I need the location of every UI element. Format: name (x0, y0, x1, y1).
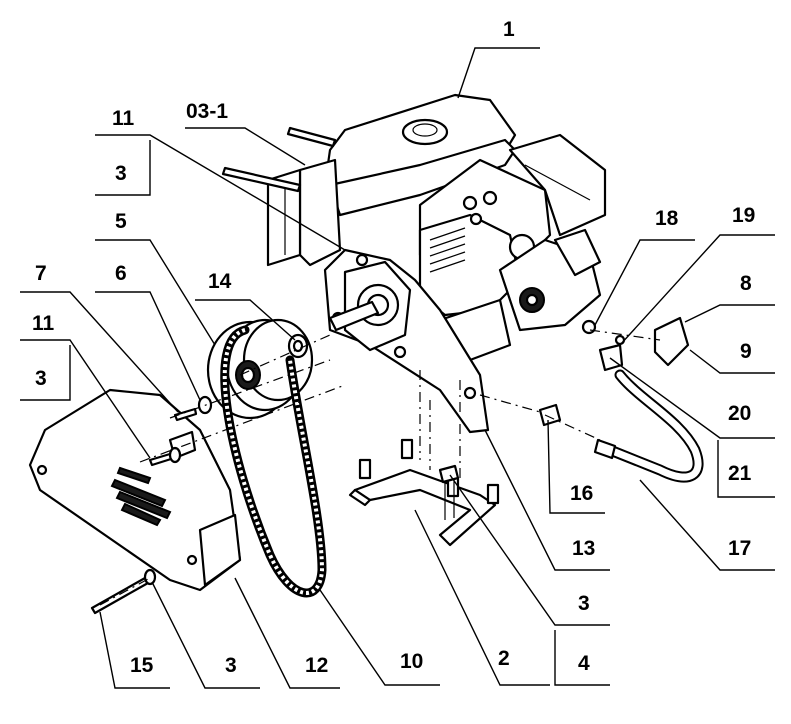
callout-6: 6 (115, 262, 127, 285)
callout-9: 9 (740, 340, 752, 363)
callout-7: 7 (35, 262, 47, 285)
callout-11-left: 11 (32, 312, 55, 335)
callout-15: 15 (130, 654, 154, 677)
callout-16: 16 (570, 482, 593, 505)
mount-plate (323, 248, 490, 434)
callout-3-right: 3 (578, 592, 590, 615)
callout-12: 12 (305, 654, 328, 677)
callout-21: 21 (728, 462, 752, 485)
belt-guard (28, 388, 242, 592)
callout-18: 18 (655, 207, 679, 230)
callout-13: 13 (572, 537, 595, 560)
callout-2: 2 (498, 647, 510, 670)
callout-labels: 1 03-1 11 3 5 7 6 14 11 3 18 19 8 9 20 2… (32, 18, 755, 677)
callout-3-left: 3 (35, 367, 47, 390)
callout-03-1: 03-1 (186, 100, 228, 123)
callout-10: 10 (400, 650, 423, 673)
callout-8: 8 (740, 272, 752, 295)
callout-14: 14 (208, 270, 232, 293)
center-lines (99, 329, 661, 606)
callout-3-top: 3 (115, 162, 127, 185)
callout-1: 1 (503, 18, 515, 41)
callout-17: 17 (728, 537, 751, 560)
hose-assembly (538, 316, 704, 483)
callout-20: 20 (728, 402, 751, 425)
callout-5: 5 (115, 210, 127, 233)
leader-lines (20, 47, 775, 689)
callout-4: 4 (578, 652, 590, 675)
engine-assembly (221, 93, 607, 362)
v-belt (220, 325, 327, 598)
callout-11-top: 11 (112, 107, 135, 130)
callout-19: 19 (732, 204, 755, 227)
callout-3-bottom: 3 (225, 654, 237, 677)
